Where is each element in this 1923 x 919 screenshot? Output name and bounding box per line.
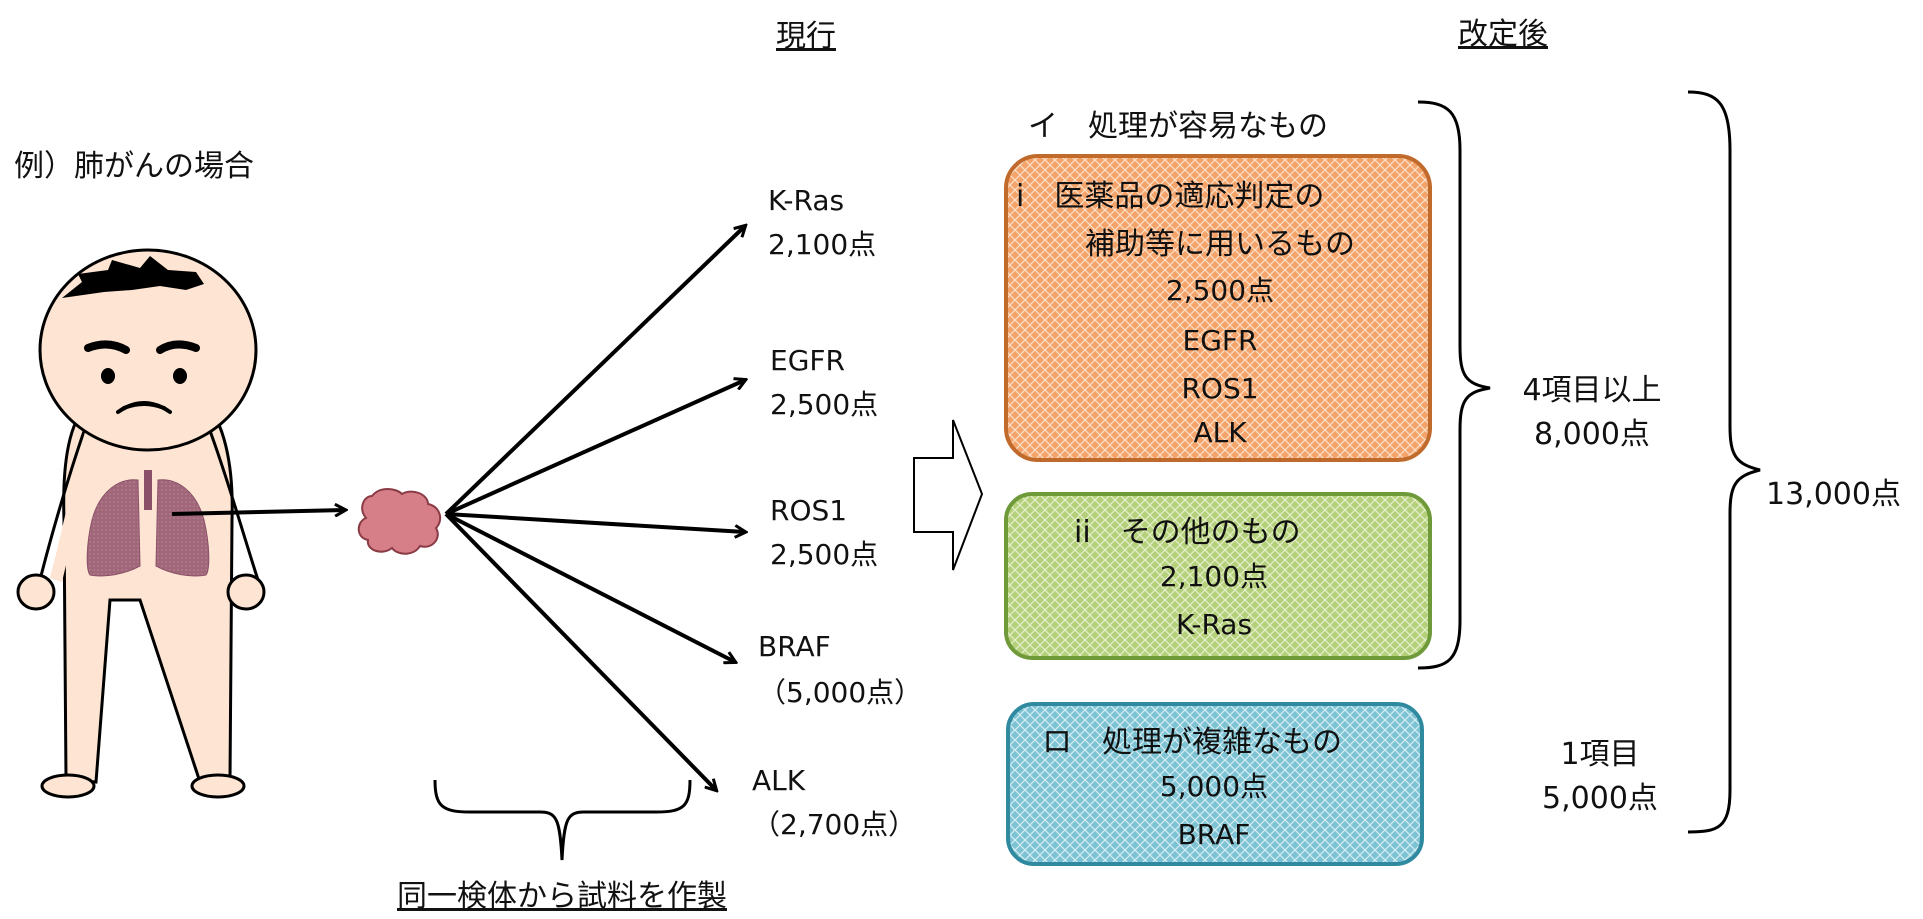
current-test-points: （5,000点） [758,676,922,709]
bottom-brace [433,779,692,861]
patient-right-foot [190,773,246,799]
brace-i-label-line1: 4項目以上 [1522,373,1661,408]
box-ro: ロ 処理が複雑なもの 5,000点 BRAF [1006,702,1424,866]
specimen-icon [357,488,442,555]
current-test-points: 2,500点 [770,388,878,421]
patient-hair [62,256,204,298]
box-ro-points: 5,000点 [1160,770,1268,803]
current-test-points: （2,700点） [752,808,916,841]
example-label: 例）肺がんの場合 [14,149,254,184]
current-test-name: ROS1 [770,494,847,527]
heading-current: 現行 [776,19,836,54]
arrow-to-ros1 [445,512,745,532]
lungs-icon [86,470,210,577]
current-tests: K-Ras 2,100点 EGFR 2,500点 ROS1 2,500点 BRA… [752,184,922,841]
current-test-points: 2,500点 [770,538,878,571]
current-test-name: K-Ras [768,184,844,217]
group-i-title: イ 処理が容易なもの [1028,109,1328,144]
heading-revised: 改定後 [1458,17,1548,52]
patient-figure [16,248,266,799]
transition-arrow [913,419,984,571]
box-i-item: ROS1 [1181,372,1258,405]
fan-out-arrows [444,226,745,790]
brace-ro-label-line1: 1項目 [1560,737,1639,772]
patient-head [38,248,258,452]
box-ii-background [1004,492,1432,660]
box-i-item: ALK [1193,416,1247,449]
brace-ro-label-line2: 5,000点 [1542,781,1658,816]
current-test-points: 2,100点 [768,228,876,261]
box-ii-item: K-Ras [1176,608,1252,641]
patient-left-foot [40,773,96,799]
box-i-line1: i 医薬品の適応判定の [1016,179,1324,214]
arrow-lung-to-specimen [171,510,345,514]
current-test-name: ALK [752,764,806,797]
box-ii: ii その他のもの 2,100点 K-Ras [1004,492,1432,660]
patient-right-arm [204,419,260,581]
box-i-points: 2,500点 [1166,274,1274,307]
box-ii-points: 2,100点 [1160,560,1268,593]
arrow-to-kras [444,226,745,516]
box-ro-line1: ロ 処理が複雑なもの [1042,725,1342,760]
brace-i-label-line2: 8,000点 [1534,417,1650,452]
brace-group-i [1417,100,1491,670]
box-i: i 医薬品の適応判定の 補助等に用いるもの 2,500点 EGFR ROS1 A… [1004,154,1432,462]
box-i-background [1004,154,1432,462]
box-i-item: EGFR [1183,324,1258,357]
brace-total [1687,90,1761,834]
bottom-caption: 同一検体から試料を作製 [397,879,727,914]
box-ro-item: BRAF [1178,818,1251,851]
box-ro-background [1006,702,1424,866]
patient-right-hand [226,573,266,611]
arrow-to-braf [445,512,735,662]
current-test-name: BRAF [758,630,831,663]
total-points: 13,000点 [1766,477,1901,512]
arrow-to-egfr [445,380,745,516]
box-i-line2: 補助等に用いるもの [1085,227,1355,262]
box-ii-line1: ii その他のもの [1074,515,1301,550]
patient-left-arm [38,419,90,581]
current-test-name: EGFR [770,344,845,377]
arrow-to-alk [444,512,716,790]
patient-left-hand [16,573,56,611]
